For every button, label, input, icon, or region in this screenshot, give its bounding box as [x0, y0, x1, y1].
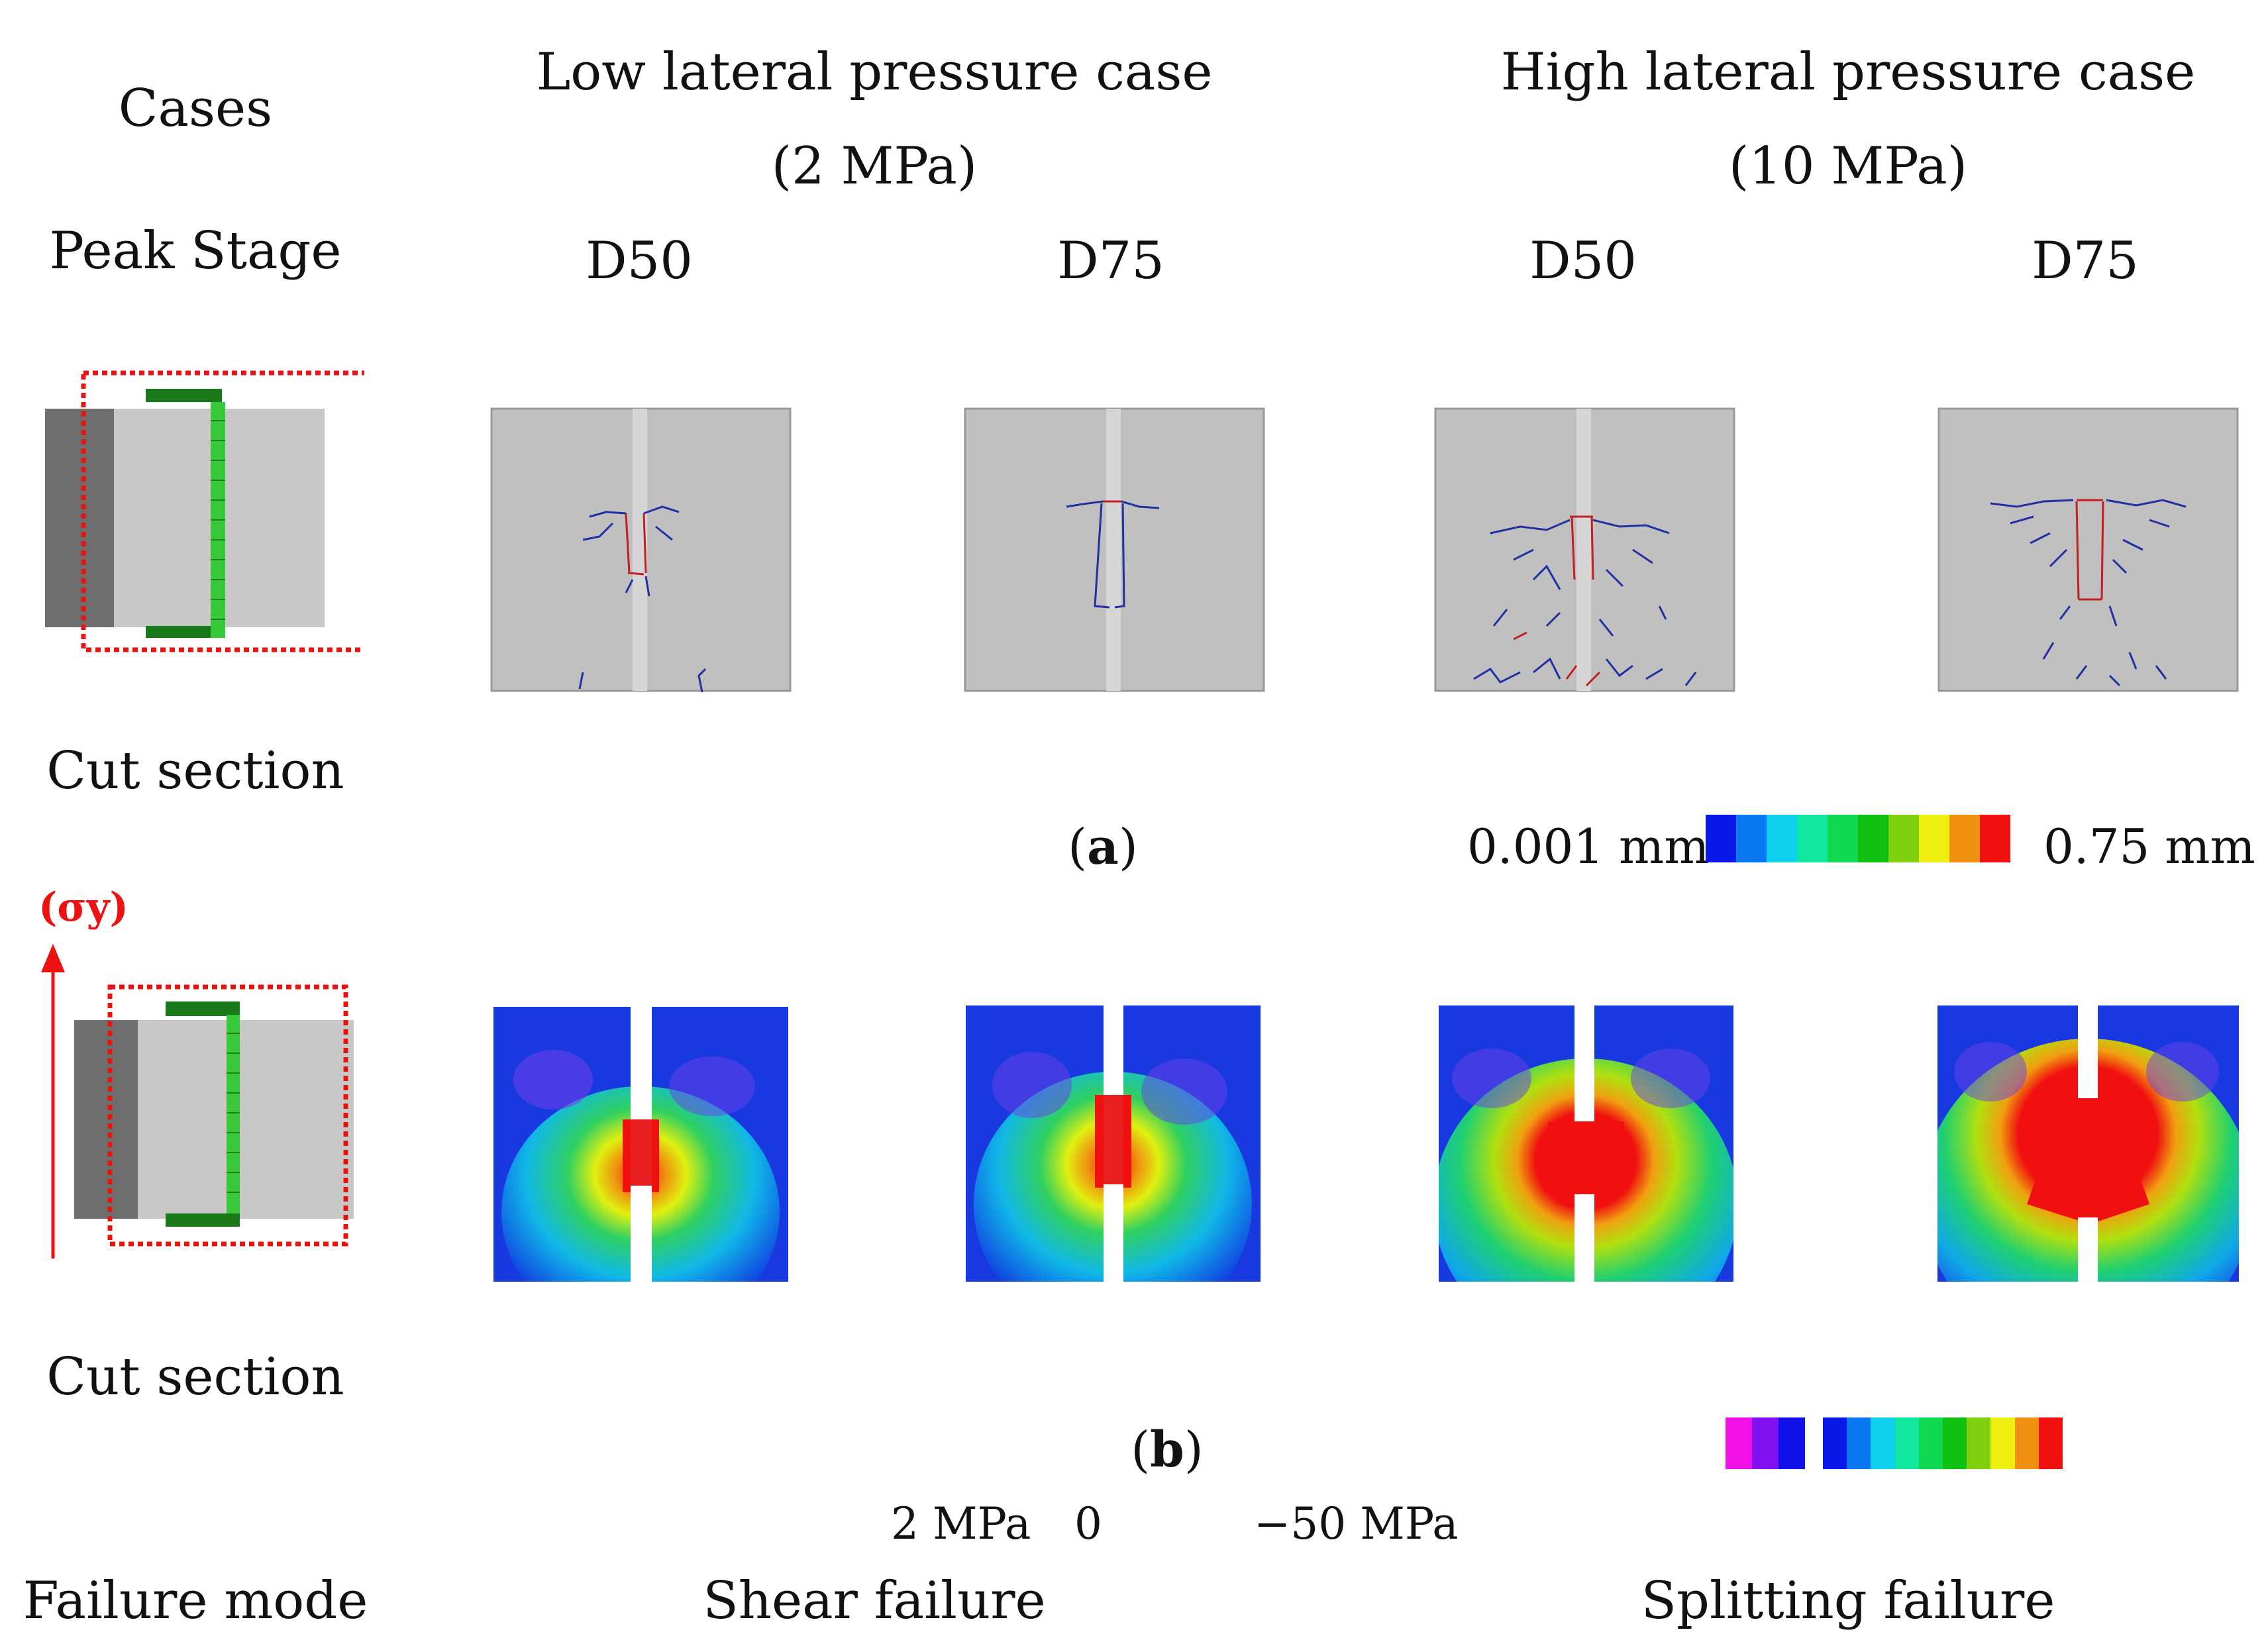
caption-b-letter: b	[1150, 1421, 1184, 1478]
scale-label-zero: 0	[1074, 1498, 1102, 1549]
legend-b-colorbar-negative	[1823, 1417, 2063, 1469]
stress-panel-high-d50	[1439, 1005, 1733, 1282]
legend-a-max: 0.75 mm	[2043, 819, 2255, 874]
caption-a: (a)	[1068, 819, 1138, 876]
legend-a-min: 0.001 mm	[1467, 819, 1710, 874]
legend-a-swatch-7	[1888, 815, 1919, 862]
schematic-a-plate-bottom	[146, 626, 222, 638]
legend-b-swatch-pos-2	[1752, 1417, 1778, 1469]
legend-b-swatch-neg-5	[1918, 1417, 1943, 1469]
crack-panel-high-d50	[1434, 407, 1735, 692]
legend-b-swatch-neg-4	[1894, 1417, 1919, 1469]
legend-b-swatch-pos-1	[1726, 1417, 1752, 1469]
low-case-pressure: (2 MPa)	[771, 136, 978, 196]
legend-b-swatch-pos-3	[1778, 1417, 1805, 1469]
schematic-a-plate-top	[146, 389, 222, 402]
cut-section-label-a: Cut section	[46, 741, 344, 801]
legend-b-swatch-neg-6	[1943, 1417, 1967, 1469]
caption-b: (b)	[1131, 1421, 1204, 1478]
schematic-a-dark-block	[45, 409, 117, 627]
legend-a-swatch-3	[1767, 815, 1797, 862]
legend-b-swatch-neg-10	[2038, 1417, 2063, 1469]
legend-b-colorbar-positive	[1726, 1417, 1805, 1469]
stress-arrow-head	[41, 944, 65, 972]
crack-panel-low-d75	[964, 407, 1265, 692]
schematic-a-cut-box	[81, 370, 364, 652]
legend-a-swatch-8	[1919, 815, 1949, 862]
legend-b-swatch-neg-1	[1823, 1417, 1847, 1469]
splitting-failure-label: Splitting failure	[1641, 1571, 2055, 1631]
stress-panel-low-d50	[493, 1007, 788, 1282]
legend-a-swatch-6	[1858, 815, 1888, 862]
column-label-low-d75: D75	[1057, 231, 1164, 291]
legend-b-swatch-neg-7	[1967, 1417, 1991, 1469]
legend-a-colorbar	[1706, 815, 2010, 862]
legend-a-swatch-2	[1736, 815, 1767, 862]
stress-panel-low-d75	[966, 1005, 1261, 1282]
legend-b-swatch-neg-2	[1847, 1417, 1871, 1469]
legend-a-swatch-9	[1949, 815, 1980, 862]
column-label-low-d50: D50	[586, 231, 693, 291]
schematic-b	[41, 944, 354, 1259]
legend-a-swatch-5	[1828, 815, 1858, 862]
legend-a-swatch-4	[1797, 815, 1828, 862]
scale-label-minus50mpa: −50 MPa	[1254, 1498, 1459, 1549]
crack-panel-low-d50	[490, 407, 792, 692]
failure-mode-label: Failure mode	[23, 1571, 368, 1631]
high-case-title: High lateral pressure case	[1500, 42, 2196, 102]
cases-label: Cases	[118, 79, 273, 138]
scale-label-2mpa: 2 MPa	[891, 1498, 1031, 1549]
legend-b-swatch-neg-9	[2014, 1417, 2039, 1469]
crack-panel-high-d75	[1937, 407, 2239, 692]
low-case-title: Low lateral pressure case	[536, 42, 1213, 102]
cut-section-label-b: Cut section	[46, 1347, 344, 1407]
stress-panel-high-d75	[1937, 1005, 2239, 1282]
legend-a-swatch-10	[1980, 815, 2010, 862]
high-case-pressure: (10 MPa)	[1728, 136, 1968, 196]
peak-stage-label: Peak Stage	[49, 221, 342, 281]
legend-b-swatch-neg-8	[1990, 1417, 2015, 1469]
column-label-high-d50: D50	[1529, 231, 1637, 291]
stress-direction-label: (σy)	[38, 884, 129, 931]
caption-a-letter: a	[1087, 819, 1119, 876]
schematic-a	[45, 370, 364, 652]
column-label-high-d75: D75	[2032, 231, 2139, 291]
legend-a-swatch-1	[1706, 815, 1736, 862]
legend-b-swatch-neg-3	[1871, 1417, 1895, 1469]
shear-failure-label: Shear failure	[703, 1571, 1046, 1631]
